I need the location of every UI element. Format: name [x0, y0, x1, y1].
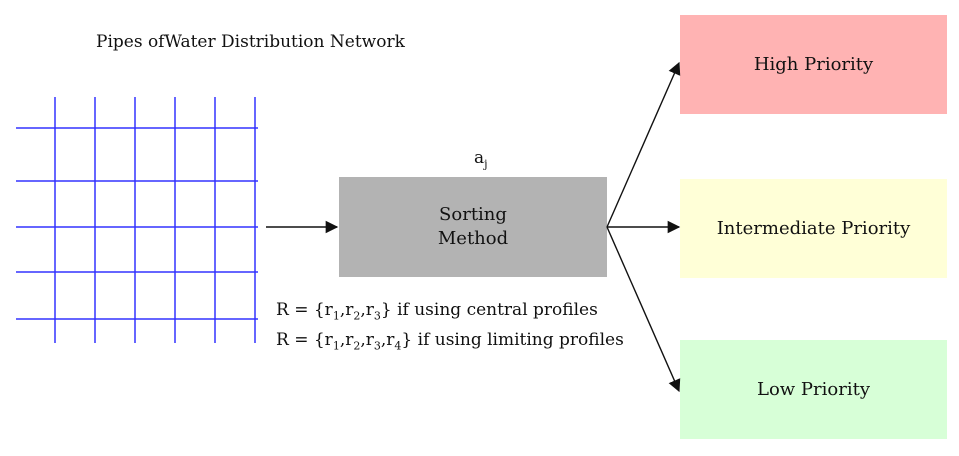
sorting-line1: Sorting [439, 204, 507, 225]
intermediate-priority-box: Intermediate Priority [680, 179, 947, 278]
sorting-method-box: Sorting Method [339, 177, 607, 277]
sorting-line2: Method [437, 228, 509, 249]
high-priority-box: High Priority [680, 15, 947, 114]
network-title: Pipes ofWater Distribution Network [96, 32, 405, 52]
reference-set-central: R = {r1,r2,r3} if using central profiles [276, 300, 598, 323]
reference-set-limiting: R = {r1,r2,r3,r4} if using limiting prof… [276, 330, 624, 353]
low-priority-box: Low Priority [680, 340, 947, 439]
input-alternative-label: aj [474, 148, 488, 171]
